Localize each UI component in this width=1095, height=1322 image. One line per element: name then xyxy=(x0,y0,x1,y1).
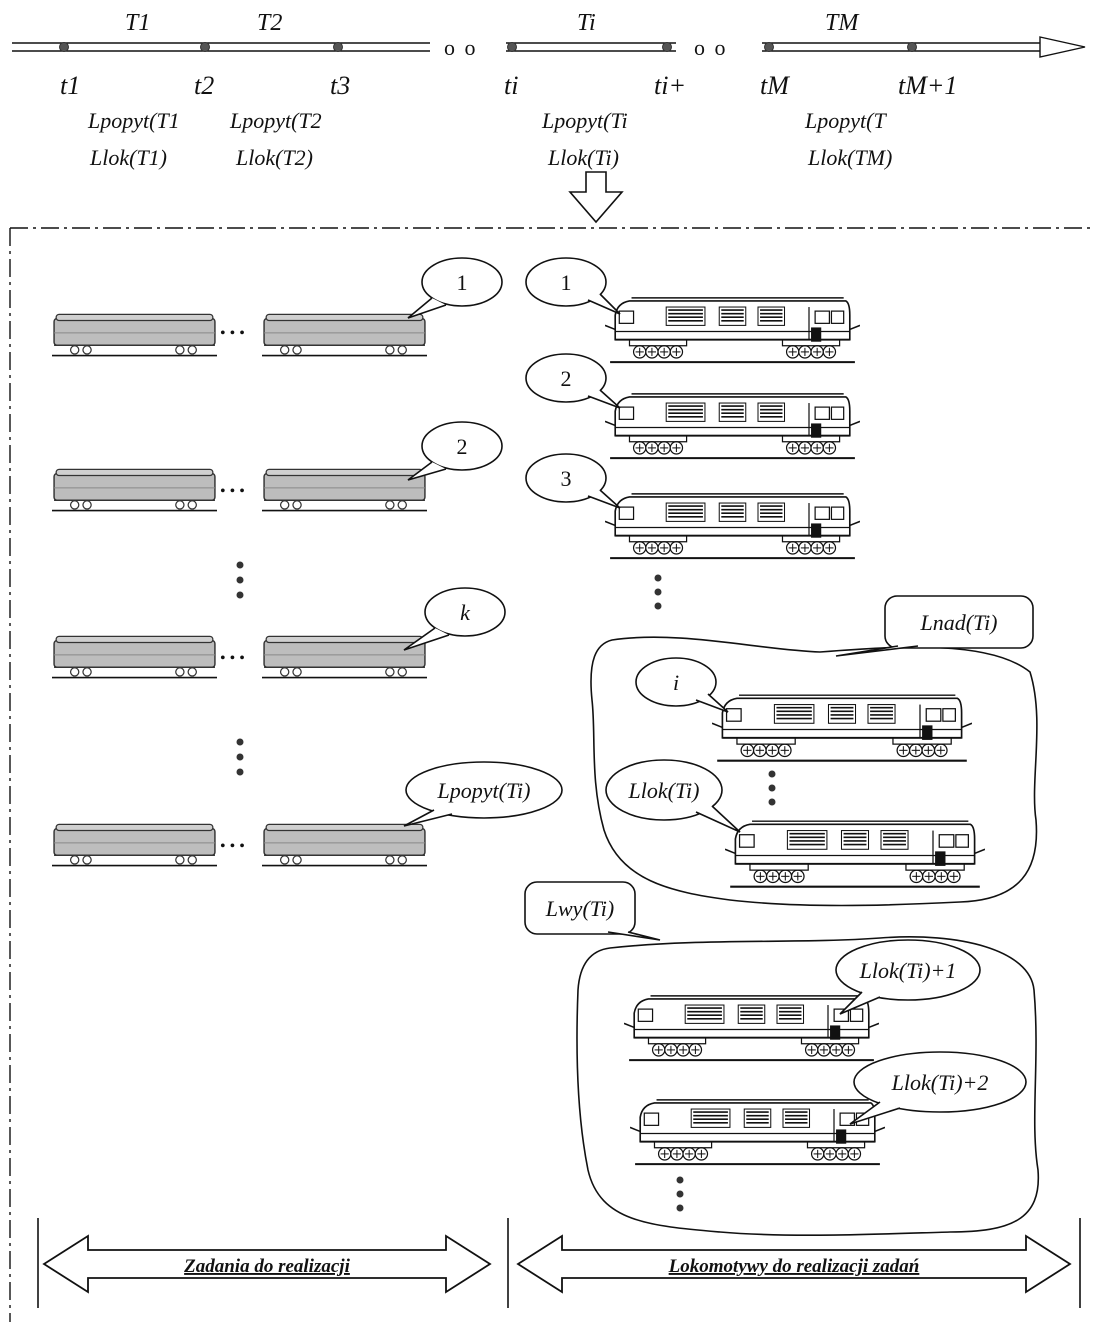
locomotive xyxy=(605,494,860,558)
point-label-t1: t1 xyxy=(60,71,80,100)
locomotives-panel: 1 2 3 Lnad(Ti) i Llok(Ti) Lwy(Ti) xyxy=(525,258,1038,1235)
vertical-ellipsis xyxy=(237,562,244,599)
vertical-ellipsis xyxy=(655,575,662,610)
timeline-point xyxy=(201,43,210,52)
locomotive xyxy=(605,394,860,458)
point-label-tm-plus-1: tM+1 xyxy=(898,71,957,100)
point-label-t2: t2 xyxy=(194,71,214,100)
locomotive xyxy=(624,996,879,1060)
timeline-point xyxy=(508,43,517,52)
loco-label-ti: Llok(Ti) xyxy=(547,145,619,170)
wagon xyxy=(50,314,219,355)
locomotive xyxy=(630,1100,885,1164)
wagon xyxy=(50,824,219,865)
down-arrow-icon xyxy=(570,172,622,222)
rental-callout-plus2: Llok(Ti)+2 xyxy=(891,1070,989,1095)
loco-callout-1: 1 xyxy=(561,270,572,295)
timeline-ellipsis-1: o o xyxy=(444,35,478,60)
surplus-callout-i: i xyxy=(673,670,679,695)
footer-left-label: Zadania do realizacji xyxy=(183,1256,350,1277)
timeline-point xyxy=(908,43,917,52)
point-label-ti-plus: ti+ xyxy=(654,71,686,100)
vertical-ellipsis xyxy=(677,1177,684,1212)
period-label-tm: TM xyxy=(825,10,860,36)
vertical-ellipsis xyxy=(769,771,776,806)
wagon xyxy=(260,314,429,355)
locomotive xyxy=(725,821,985,887)
surplus-callout-llok: Llok(Ti) xyxy=(628,778,700,803)
demand-label-ti: Lpopyt(Ti xyxy=(541,108,628,133)
locomotive xyxy=(605,298,860,362)
tasks-panel: • • • 1 • • • 2 • • • k • • • Lpopyt(Ti) xyxy=(50,258,562,866)
demand-label-t1: Lpopyt(T1 xyxy=(87,108,180,133)
wagon-ellipsis: • • • xyxy=(220,483,245,500)
demand-label-tm: Lpopyt(T xyxy=(804,108,887,133)
rental-callout-plus1: Llok(Ti)+1 xyxy=(859,958,957,983)
vertical-ellipsis xyxy=(237,739,244,776)
timeline-point xyxy=(60,43,69,52)
task-callout-2: 2 xyxy=(457,434,468,459)
point-label-tm: tM xyxy=(760,71,790,100)
timeline-point xyxy=(334,43,343,52)
wagon xyxy=(260,469,429,510)
locomotive xyxy=(712,695,972,761)
period-label-t2: T2 xyxy=(257,10,282,36)
wagon-ellipsis: • • • xyxy=(220,650,245,667)
loco-label-tm: Llok(TM) xyxy=(807,145,892,170)
task-callout-demand: Lpopyt(Ti) xyxy=(437,778,531,803)
point-label-ti: ti xyxy=(504,71,518,100)
wagon-ellipsis: • • • xyxy=(220,838,245,855)
footer-right-label: Lokomotywy do realizacji zadań xyxy=(668,1256,920,1277)
loco-callout-2: 2 xyxy=(561,366,572,391)
timeline-ellipsis-2: o o xyxy=(694,35,728,60)
footer: Zadania do realizacji Lokomotywy do real… xyxy=(38,1218,1080,1308)
task-callout-k: k xyxy=(460,600,471,625)
wagon xyxy=(260,636,429,677)
wagon xyxy=(50,469,219,510)
timeline: o o o o T1 T2 Ti TM t1 t2 t3 ti ti+ tM t… xyxy=(12,10,1085,170)
loco-label-t1: Llok(T1) xyxy=(89,145,167,170)
surplus-group-label: Lnad(Ti) xyxy=(919,610,997,635)
point-label-t3: t3 xyxy=(330,71,350,100)
loco-label-t2: Llok(T2) xyxy=(235,145,313,170)
loco-callout-3: 3 xyxy=(561,466,572,491)
timeline-point xyxy=(765,43,774,52)
task-callout-1: 1 xyxy=(457,270,468,295)
rental-group-label: Lwy(Ti) xyxy=(545,896,614,921)
timeline-point xyxy=(663,43,672,52)
wagon xyxy=(50,636,219,677)
wagon xyxy=(260,824,429,865)
demand-label-t2: Lpopyt(T2 xyxy=(229,108,322,133)
period-label-t1: T1 xyxy=(125,10,150,36)
wagon-ellipsis: • • • xyxy=(220,325,245,342)
period-label-ti: Ti xyxy=(577,10,596,36)
